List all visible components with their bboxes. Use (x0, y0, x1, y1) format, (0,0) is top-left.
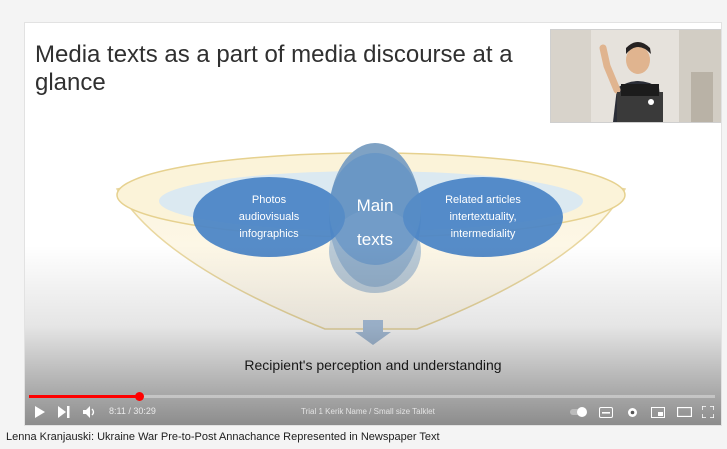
slide-title: Media texts as a part of media discourse… (35, 41, 513, 96)
miniplayer-icon[interactable] (649, 403, 667, 421)
time-display: 8:11 / 30:29 (109, 406, 156, 416)
theater-icon[interactable] (675, 403, 693, 421)
chapter-title[interactable]: Trial 1 Kerik Name / Small size Talklet (301, 407, 435, 416)
center-circle-line-1: Main (357, 196, 394, 215)
right-circle-line-3: intermediality (451, 228, 516, 240)
autoplay-toggle-icon[interactable] (569, 403, 589, 421)
right-circle-line-2: intertextuality, (449, 211, 516, 223)
right-circle-line-1: Related articles (445, 194, 521, 206)
play-icon[interactable] (31, 403, 49, 421)
progress-bar[interactable] (29, 392, 715, 401)
progress-played (29, 395, 139, 398)
volume-icon[interactable] (81, 403, 99, 421)
webcam-overlay (550, 29, 721, 123)
perception-text: Recipient's perception and understanding (244, 357, 502, 373)
video-player[interactable]: Media texts as a part of media discourse… (24, 22, 722, 426)
left-circle-line-2: audiovisuals (239, 211, 300, 223)
next-icon[interactable] (55, 403, 73, 421)
subtitles-icon[interactable] (597, 403, 615, 421)
fullscreen-icon[interactable] (699, 403, 717, 421)
gear-icon[interactable] (623, 403, 641, 421)
funnel-diagram: Photos audiovisuals infographics Main te… (115, 143, 627, 345)
progress-scrubber[interactable] (134, 392, 144, 401)
video-title[interactable]: Lenna Kranjauski: Ukraine War Pre-to-Pos… (6, 431, 440, 443)
center-circle-line-2: texts (357, 230, 393, 249)
player-controls: 8:11 / 30:29 Trial 1 Kerik Name / Small … (25, 401, 721, 423)
left-circle-line-1: Photos (252, 194, 287, 206)
left-circle-line-3: infographics (239, 228, 299, 240)
